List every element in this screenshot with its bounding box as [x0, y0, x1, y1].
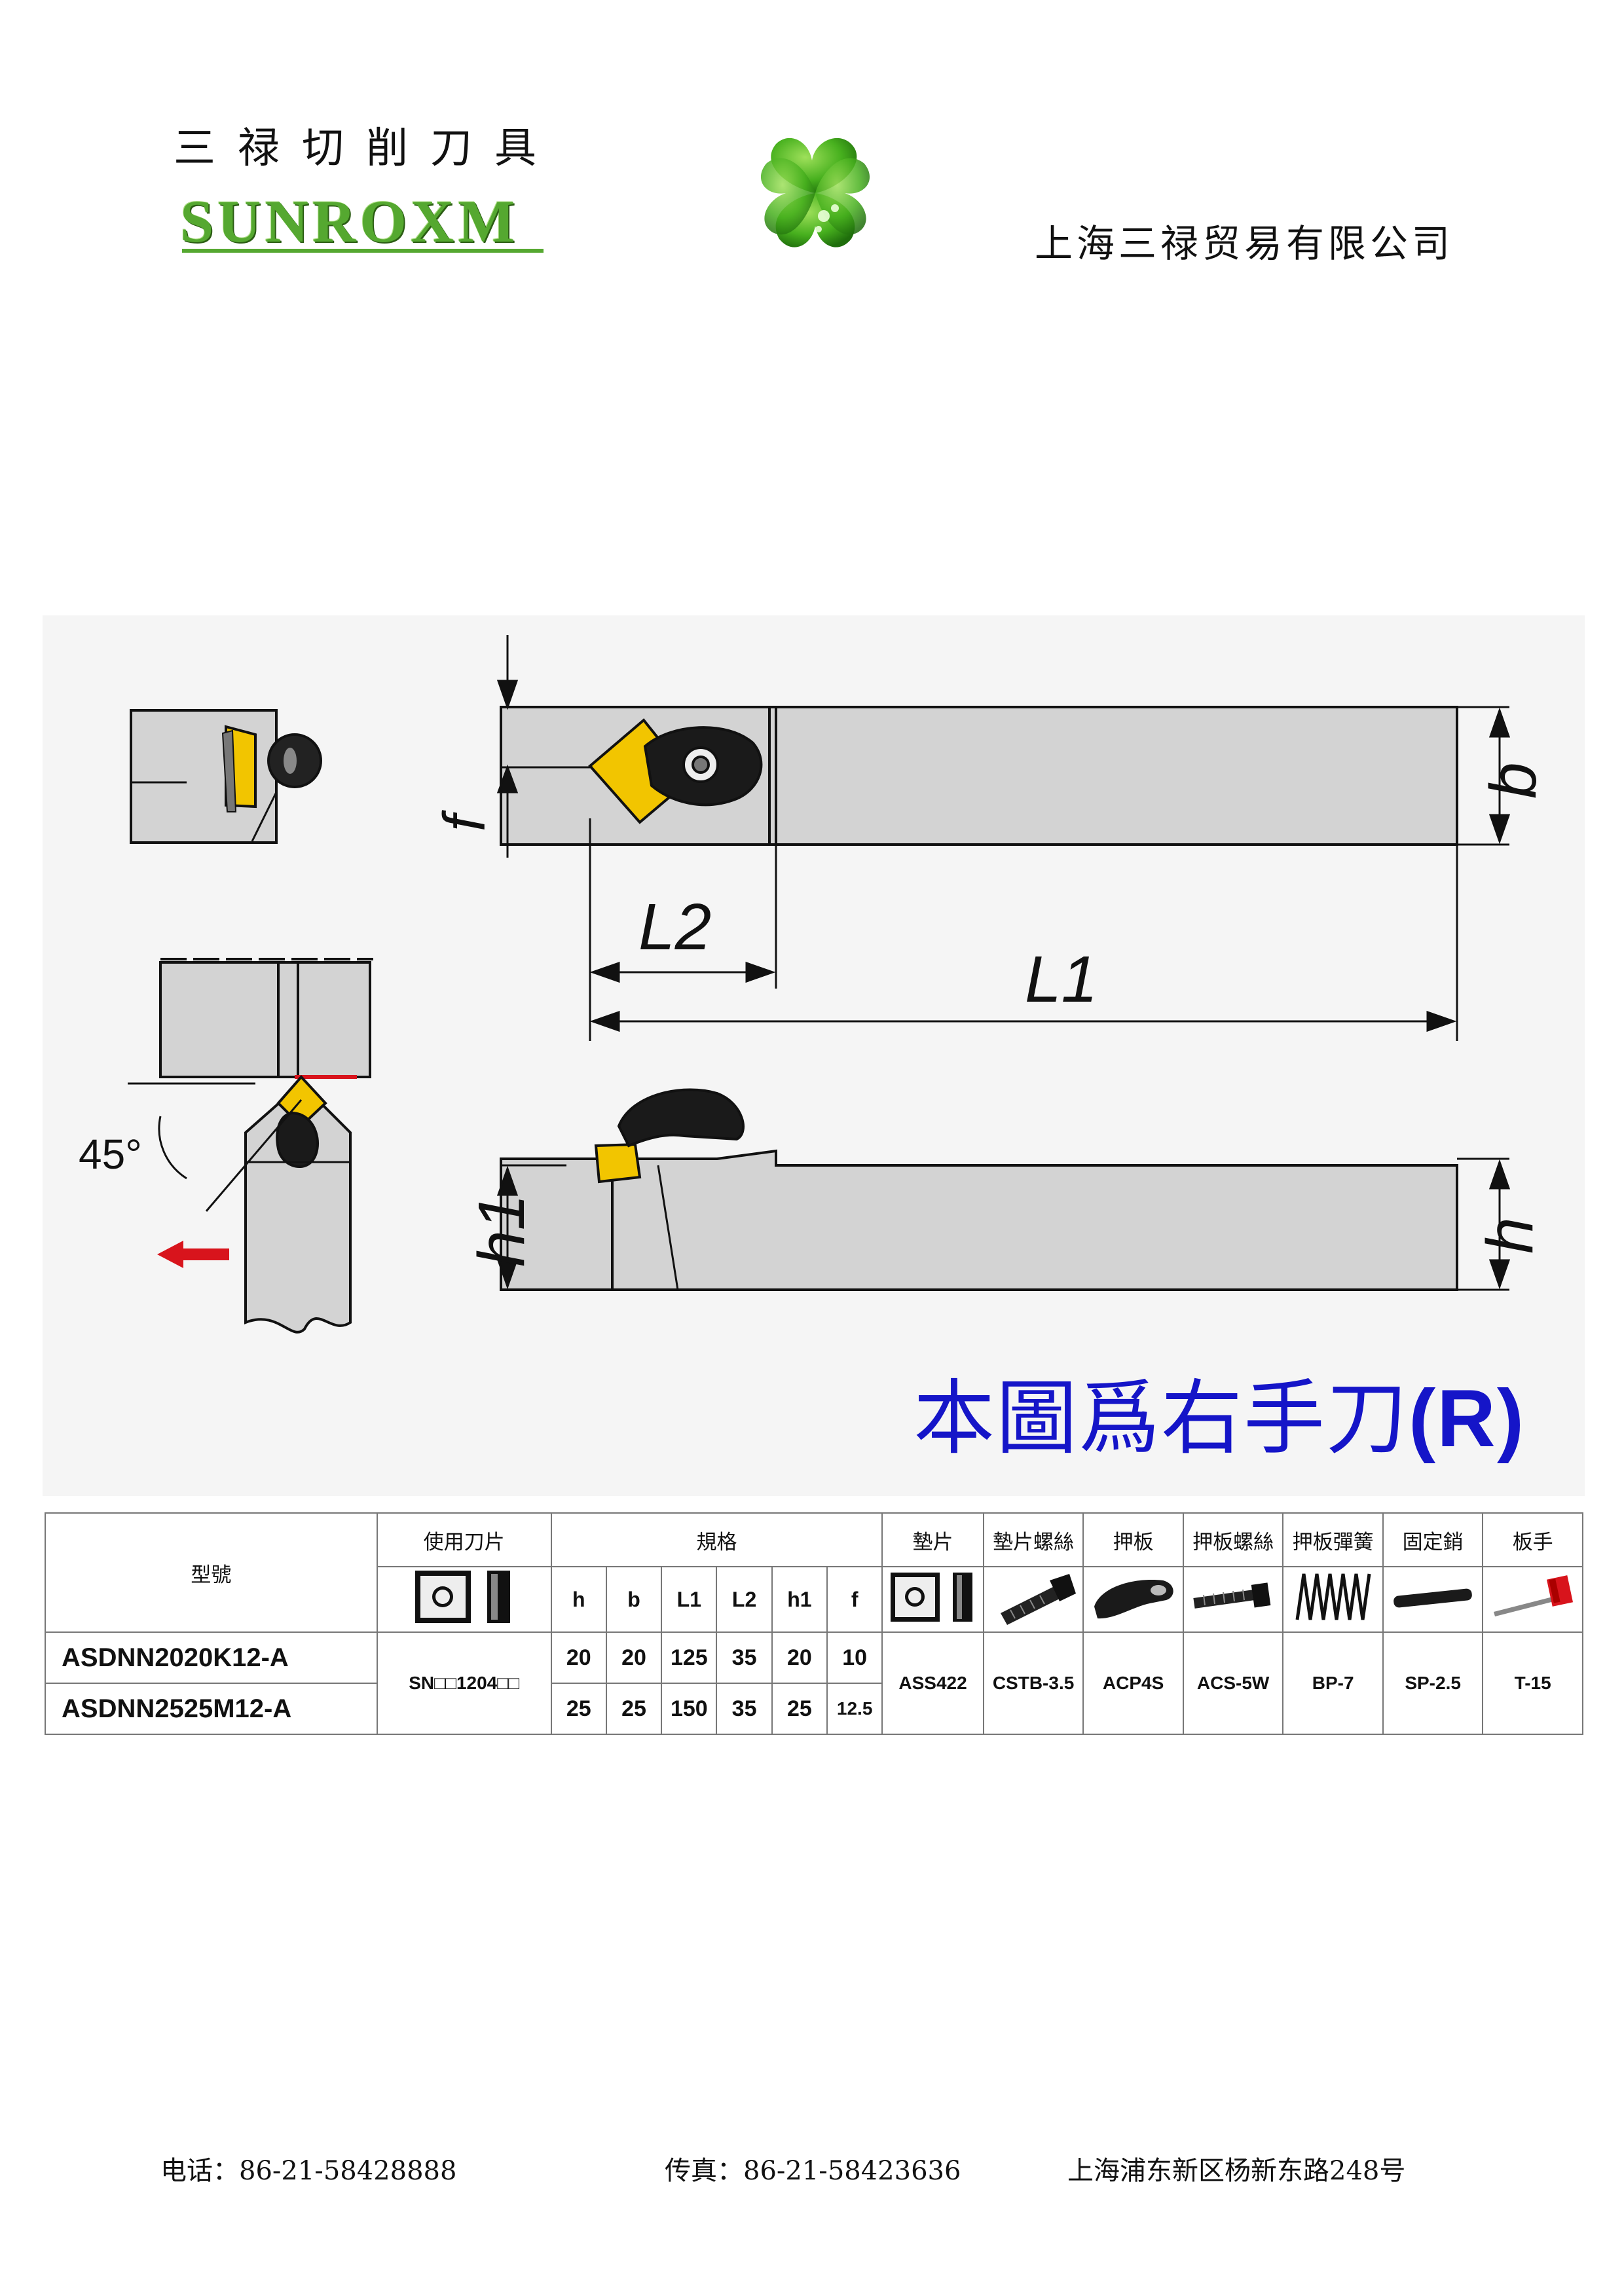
header-clamp: 押板	[1082, 1512, 1184, 1567]
header-shim: 墊片	[881, 1512, 984, 1567]
header-wrench: 板手	[1482, 1512, 1583, 1567]
clamp-screw-code-cell: ACS-5W	[1182, 1631, 1284, 1735]
spring-icon	[1282, 1566, 1384, 1633]
dim-header-h1: h1	[771, 1566, 828, 1633]
header-pin: 固定銷	[1382, 1512, 1484, 1567]
value-L2: 35	[716, 1631, 773, 1684]
shim-code-cell: ASS422	[881, 1631, 984, 1735]
label-angle: 45°	[79, 1131, 142, 1178]
value-b: 25	[605, 1683, 663, 1735]
header-clamp-screw: 押板螺絲	[1182, 1512, 1284, 1567]
value-L2: 35	[716, 1683, 773, 1735]
spec-table: 型號 使用刀片 規格 墊片 墊片螺絲 押板 押板螺絲 押板彈簧 固定銷 板手 h…	[45, 1512, 1583, 1735]
label-h: h	[1473, 1217, 1547, 1254]
value-h: 25	[550, 1683, 607, 1735]
brand-logo-text: SUNROXM	[180, 188, 519, 255]
direction-arrow	[157, 1241, 229, 1268]
company-name: 上海三禄贸易有限公司	[1035, 221, 1454, 266]
dim-header-L1: L1	[661, 1566, 718, 1633]
value-L1: 125	[661, 1631, 718, 1684]
pin-icon	[1382, 1566, 1484, 1633]
insert-image-icon	[376, 1566, 552, 1633]
shim-image-icon	[881, 1566, 984, 1633]
shim-screw-code-cell: CSTB-3.5	[982, 1631, 1084, 1735]
clamp-icon	[1082, 1566, 1184, 1633]
value-h1: 20	[771, 1631, 828, 1684]
top-view	[500, 706, 1458, 846]
value-f: 10	[826, 1631, 883, 1684]
wrench-code-cell: T-15	[1482, 1631, 1583, 1735]
insert-code-cell: SN□□1204□□	[376, 1631, 552, 1735]
model-cell: ASDNN2525M12-A	[45, 1683, 378, 1735]
dim-header-h: h	[550, 1566, 607, 1633]
label-L2: L2	[638, 890, 711, 964]
footer-phone: 电话：86-21-58428888	[160, 2156, 457, 2186]
clover-logo-icon	[760, 137, 870, 247]
side-view	[500, 1088, 1509, 1291]
screw-icon	[982, 1566, 1084, 1633]
tool-holder-drawing: f b L2 L1 h h1 45°	[79, 635, 1550, 1334]
end-view	[130, 709, 322, 844]
header-insert: 使用刀片	[376, 1512, 552, 1567]
value-f: 12.5	[826, 1683, 883, 1735]
clamp-screw-icon	[1182, 1566, 1284, 1633]
spring-code-cell: BP-7	[1282, 1631, 1384, 1735]
footer-address: 上海浦东新区杨新东路248号	[1067, 2156, 1406, 2186]
header-spec: 規格	[550, 1512, 883, 1567]
brand-chinese-name: 三禄切削刀具	[174, 124, 559, 173]
dimension-lines	[496, 635, 1511, 1041]
dim-header-b: b	[605, 1566, 663, 1633]
label-L1: L1	[1025, 943, 1098, 1016]
model-cell: ASDNN2020K12-A	[45, 1631, 378, 1684]
dim-header-L2: L2	[716, 1566, 773, 1633]
value-h: 20	[550, 1631, 607, 1684]
footer-fax: 传真：86-21-58423636	[665, 2156, 961, 2186]
right-hand-caption: 本圖爲右手刀(R)	[913, 1372, 1526, 1466]
clamp-code-cell: ACP4S	[1082, 1631, 1184, 1735]
header-shim-screw: 墊片螺絲	[982, 1512, 1084, 1567]
header-spring: 押板彈簧	[1282, 1512, 1384, 1567]
dim-header-f: f	[826, 1566, 883, 1633]
label-f: f	[432, 810, 498, 831]
label-h1: h1	[465, 1194, 538, 1267]
header-model: 型號	[45, 1512, 378, 1633]
plan-view	[128, 958, 373, 1334]
wrench-icon	[1482, 1566, 1583, 1633]
value-L1: 150	[661, 1683, 718, 1735]
value-h1: 25	[771, 1683, 828, 1735]
pin-code-cell: SP-2.5	[1382, 1631, 1484, 1735]
label-b: b	[1477, 762, 1550, 799]
brand-underline	[182, 249, 544, 253]
value-b: 20	[605, 1631, 663, 1684]
